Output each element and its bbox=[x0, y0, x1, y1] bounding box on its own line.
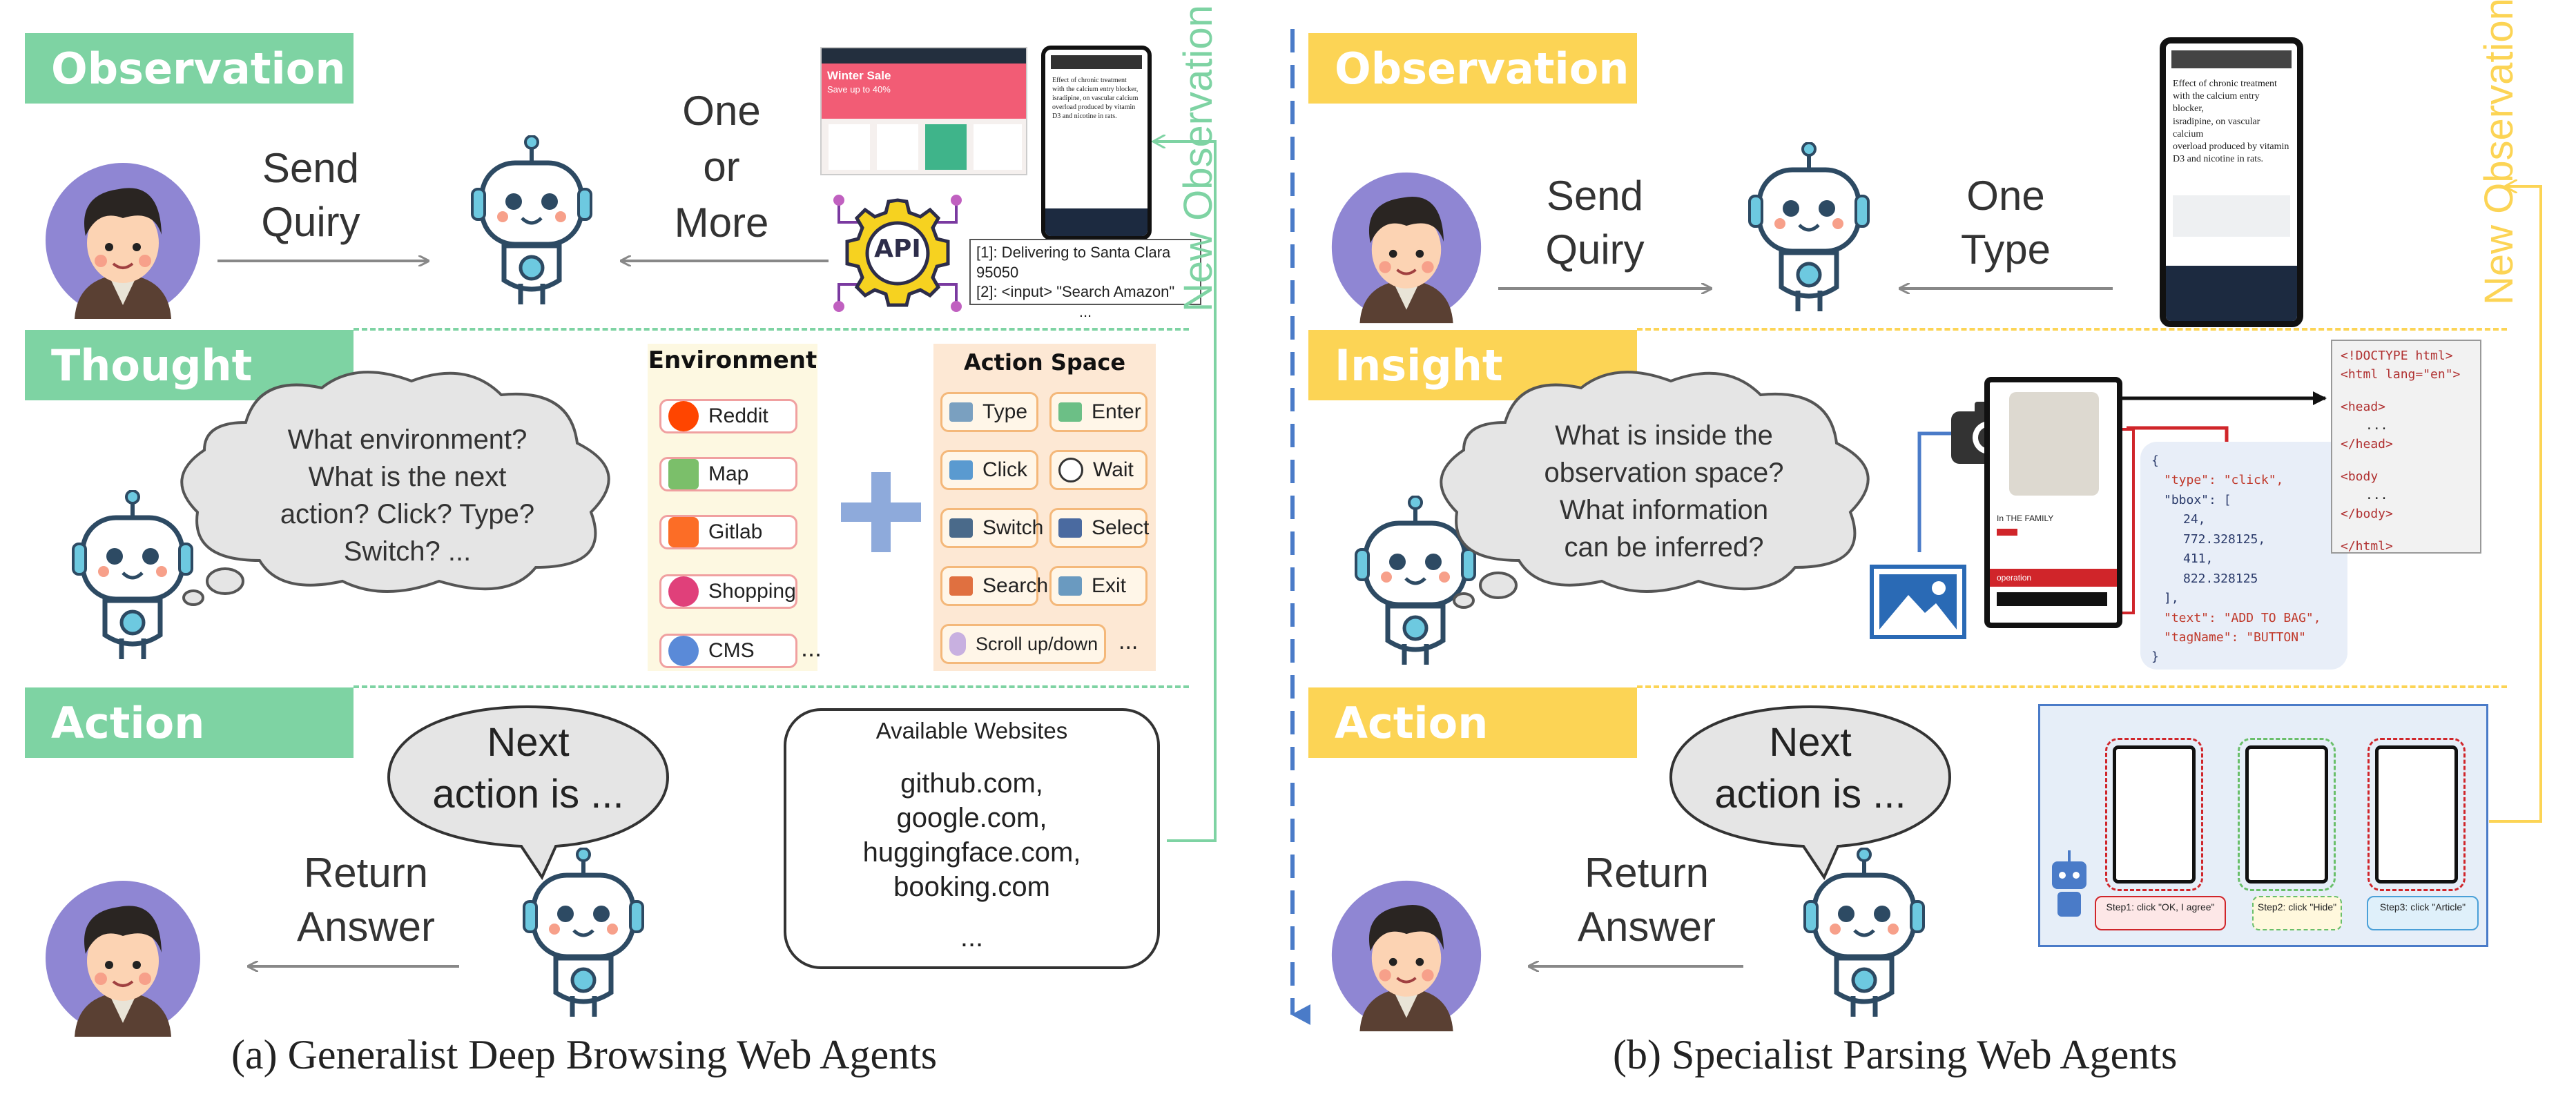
divider-action-right bbox=[1637, 685, 2507, 688]
action-label-left: Action bbox=[25, 687, 354, 758]
search-icon bbox=[949, 576, 973, 596]
available-websites-box: Available Websites github.com,google.com… bbox=[784, 708, 1160, 969]
cms-icon bbox=[668, 636, 699, 666]
amazon-banner-title: Winter Sale bbox=[827, 69, 891, 82]
divider-thought-left bbox=[354, 328, 1189, 331]
env-item-cms: CMS bbox=[659, 634, 797, 668]
map-icon bbox=[668, 459, 699, 489]
exit-icon bbox=[1058, 576, 1082, 596]
insight-label-right: Insight bbox=[1308, 330, 1637, 400]
action-select: Select bbox=[1049, 508, 1149, 548]
websites-title: Available Websites bbox=[875, 718, 1068, 743]
env-item-gitlab: Gitlab bbox=[659, 515, 797, 549]
human-avatar-icon bbox=[1331, 172, 1482, 324]
robot-agent-icon bbox=[471, 135, 592, 304]
highlight-red-box bbox=[2122, 428, 2135, 614]
step-phone-2 bbox=[2238, 738, 2336, 891]
robot-agent-icon bbox=[72, 490, 193, 659]
switch-icon bbox=[949, 518, 973, 538]
thought-cloud-left bbox=[180, 371, 610, 606]
divider-insight-right bbox=[1637, 328, 2507, 331]
divider-action-left bbox=[354, 685, 1189, 688]
amazon-screenshot: Winter Sale Save up to 40% bbox=[820, 47, 1027, 175]
observation-label-right: Observation bbox=[1308, 33, 1637, 104]
cursor-icon bbox=[949, 460, 973, 480]
action-type: Type bbox=[940, 392, 1038, 432]
json-code-box: { "type": "click", "bbox": [ 24, 772.328… bbox=[2140, 442, 2347, 670]
product-phone: In THE FAMILY operation bbox=[1984, 377, 2122, 628]
speech-bubble-left bbox=[387, 705, 670, 881]
thought-label-left: Thought bbox=[25, 330, 354, 400]
amazon-banner-sub: Save up to 40% bbox=[827, 84, 891, 95]
insight-cloud bbox=[1440, 371, 1870, 609]
robot-agent-icon bbox=[1355, 496, 1476, 665]
new-observation-label-left: New Observation bbox=[1176, 5, 1221, 313]
html-code-box: <!DOCTYPE html> <html lang="en"> <head> … bbox=[2331, 340, 2481, 554]
action-search: Search bbox=[940, 566, 1048, 606]
action-scroll: Scroll up/down bbox=[940, 624, 1106, 664]
product-title: In THE FAMILY bbox=[1997, 514, 2054, 523]
action-switch: Switch bbox=[940, 508, 1043, 548]
environment-panel: Environment bbox=[648, 344, 817, 671]
step-phone-3 bbox=[2367, 738, 2466, 891]
enter-icon bbox=[1058, 402, 1082, 422]
reddit-icon bbox=[668, 401, 699, 431]
action-exit: Exit bbox=[1049, 566, 1147, 606]
image-icon bbox=[1870, 565, 1966, 639]
step-label-3: Step3: click "Article" bbox=[2367, 896, 2479, 930]
action-label-right: Action bbox=[1308, 687, 1637, 758]
plus-icon bbox=[841, 472, 921, 552]
api-gear-icon bbox=[833, 195, 962, 312]
human-avatar-icon bbox=[46, 163, 200, 319]
env-item-map: Map bbox=[659, 457, 797, 491]
robot-agent-icon bbox=[1803, 848, 1925, 1017]
gitlab-icon bbox=[668, 517, 699, 547]
clock-icon bbox=[1058, 458, 1083, 482]
step-label-2: Step2: click "Hide" bbox=[2252, 896, 2342, 930]
human-avatar-icon bbox=[1331, 880, 1482, 1032]
mouse-icon bbox=[949, 632, 966, 656]
robot-mini-icon bbox=[2052, 850, 2086, 917]
step-phone-1 bbox=[2105, 738, 2203, 891]
observation-label-left: Observation bbox=[25, 33, 354, 104]
keyboard-icon bbox=[949, 402, 973, 422]
env-item-reddit: Reddit bbox=[659, 399, 797, 433]
action-more: ... bbox=[1118, 628, 1139, 654]
api-label: API bbox=[874, 235, 921, 263]
new-observation-label-right: New Observation bbox=[2477, 0, 2521, 306]
robot-agent-icon bbox=[523, 848, 644, 1017]
env-item-shopping: Shopping bbox=[659, 574, 797, 609]
action-click: Click bbox=[940, 450, 1038, 490]
environment-title: Environment bbox=[648, 346, 817, 374]
observation-text-box: [1]: Delivering to Santa Clara 95050 [2]… bbox=[969, 239, 1201, 320]
action-space-title: Action Space bbox=[963, 349, 1126, 375]
caption-left: (a) Generalist Deep Browsing Web Agents bbox=[231, 1032, 938, 1077]
env-more: ... bbox=[801, 634, 822, 662]
action-wait: Wait bbox=[1049, 450, 1147, 490]
speech-bubble-right bbox=[1669, 705, 1952, 881]
action-enter: Enter bbox=[1049, 392, 1147, 432]
caption-right: (b) Specialist Parsing Web Agents bbox=[1613, 1032, 2178, 1077]
human-avatar-icon bbox=[46, 881, 200, 1037]
step-label-1: Step1: click "OK, I agree" bbox=[2095, 896, 2226, 930]
product-operation-bar: operation bbox=[1990, 569, 2117, 587]
arrow-new-observation-left bbox=[1154, 141, 1217, 842]
shopping-icon bbox=[668, 576, 699, 607]
select-list-icon bbox=[1058, 518, 1082, 538]
robot-agent-icon bbox=[1748, 142, 1870, 311]
